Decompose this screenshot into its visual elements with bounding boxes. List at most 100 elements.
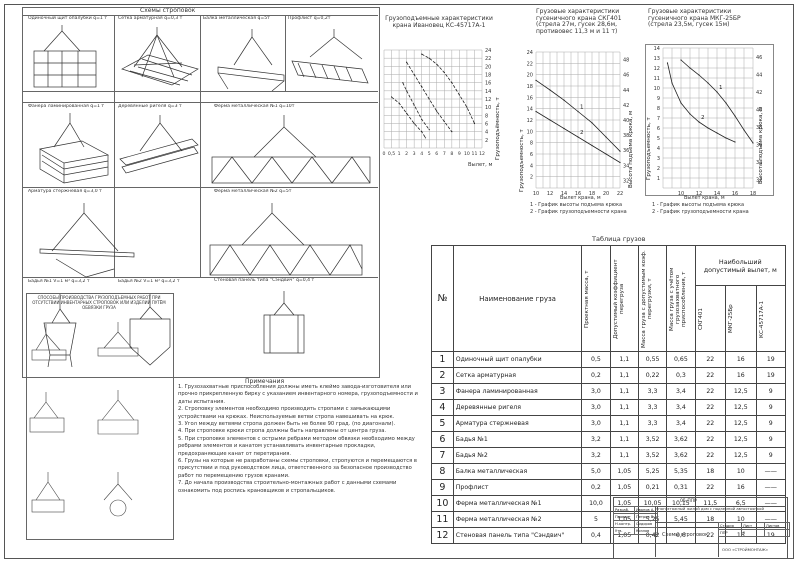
data-point <box>716 91 718 93</box>
side-box-drawings <box>29 322 139 517</box>
y2-tick-label: 36 <box>756 142 762 148</box>
stamp-sheet-title: Схемы строповок <box>662 532 709 538</box>
x-tick-label: 0,5 <box>388 151 395 157</box>
series-label: 2 <box>701 115 705 121</box>
mkg-chart-xlabel: Вылет крана, м <box>684 195 725 201</box>
data-point <box>752 142 754 144</box>
cargo-coef: 1,1 <box>609 431 639 448</box>
sling-caption: Деревянные ригеля q=3 т <box>118 104 182 109</box>
reach-ks45717: —— <box>755 463 787 480</box>
stamp-name: Козлов <box>634 527 658 535</box>
y-tick-label: 12 <box>654 66 660 72</box>
y-tick-label: 4 <box>485 130 488 136</box>
y2-tick-label: 48 <box>623 58 629 64</box>
data-point <box>436 63 438 65</box>
y-tick-label: 12 <box>485 97 491 103</box>
note-item: 1. Грузозахватные приспособления должны … <box>178 384 418 405</box>
stamp-code: 05-ППР <box>680 499 697 504</box>
x-tick-label: 5 <box>428 151 431 157</box>
cargo-name: Арматура стержневая <box>452 415 583 432</box>
col-allowed-header: Масса груза с допустимым коэф. перегрузк… <box>640 249 653 348</box>
crane-chart-ylabel: Грузоподъёмность, т <box>495 97 501 160</box>
stamp-sheets-label: Листов <box>764 522 790 530</box>
y2-tick-label: 38 <box>756 125 762 131</box>
y-tick-label: 6 <box>485 122 488 128</box>
x-tick-label: 12 <box>547 191 553 197</box>
y2-tick-label: 34 <box>756 160 762 166</box>
reach-ks45717: —— <box>755 479 787 496</box>
data-point <box>406 112 408 114</box>
cargo-name: Балка металлическая <box>452 463 583 480</box>
data-point <box>535 79 537 81</box>
row-number: 10 <box>431 495 454 512</box>
cargo-total-mass: 0,3 <box>666 367 696 384</box>
x-tick-label: 10 <box>678 191 684 197</box>
y2-tick-label: 34 <box>623 163 629 169</box>
row-number: 3 <box>431 383 454 400</box>
sling-caption: Ферма металлическая №1 q=10т <box>214 104 295 109</box>
data-point <box>707 82 709 84</box>
data-point <box>413 73 415 76</box>
row-number: 11 <box>431 511 454 528</box>
mkg-chart-frame <box>645 44 774 196</box>
stamp-line <box>655 506 656 557</box>
cargo-allowed-mass: 3,52 <box>637 431 668 448</box>
reach-mkg25br: 12,5 <box>725 383 757 400</box>
data-point <box>563 127 565 130</box>
y-tick-label: 18 <box>485 73 491 79</box>
data-point <box>398 102 400 104</box>
data-point <box>734 115 736 117</box>
y2-tick-label: 46 <box>756 55 762 61</box>
series-label: 1 <box>719 85 723 91</box>
reach-skg401: 22 <box>694 383 727 400</box>
data-point <box>680 102 682 104</box>
data-point <box>428 129 430 131</box>
reach-mkg25br: 12,5 <box>725 431 757 448</box>
drawing-sheet <box>4 4 794 559</box>
col-crane3-header: КС-45717А-1 <box>758 299 765 338</box>
sling-caption: Балка металлическая q=5т <box>203 16 270 21</box>
y-tick-label: 4 <box>530 163 533 169</box>
cargo-total-mass: 0,65 <box>666 351 696 368</box>
col-crane2-header: МКГ-25Бр <box>728 304 735 333</box>
data-point <box>734 141 736 143</box>
y-tick-label: 8 <box>530 141 533 147</box>
y-tick-label: 1 <box>657 176 660 182</box>
col-name-header: Наименование груза <box>452 245 583 352</box>
reach-skg401: 22 <box>694 415 727 432</box>
data-point <box>390 96 393 98</box>
data-point <box>619 150 621 152</box>
cargo-mass: 3,0 <box>581 415 611 432</box>
cargo-coef: 1,1 <box>609 383 639 400</box>
row-number: 8 <box>431 463 454 480</box>
x-tick-label: 10 <box>464 151 470 157</box>
data-point <box>591 122 593 124</box>
stamp-role: Утв. <box>613 527 635 535</box>
cargo-allowed-mass: 3,3 <box>637 399 668 416</box>
y-tick-label: 22 <box>527 61 533 67</box>
x-tick-label: 20 <box>603 191 609 197</box>
y-tick-label: 22 <box>485 56 491 62</box>
col-mass-header: Проектная масса, т <box>584 269 591 328</box>
col-total-header: Масса груза с учётом грузозахватного при… <box>669 266 688 331</box>
row-number: 6 <box>431 431 454 448</box>
cargo-coef: 1,1 <box>609 447 639 464</box>
cargo-name: Стеновая панель типа "Сэндвич" <box>452 527 583 544</box>
x-tick-label: 10 <box>533 191 539 197</box>
reach-skg401: 22 <box>694 479 727 496</box>
col-num-header: № <box>431 245 454 352</box>
x-tick-label: 12 <box>479 151 485 157</box>
y2-tick-label: 44 <box>623 88 629 94</box>
sling-schemes-title: Схемы строповок <box>140 7 196 14</box>
data-point <box>421 86 423 88</box>
col-divider <box>114 15 115 277</box>
cargo-total-mass: 3,62 <box>666 447 696 464</box>
skg-legend-2: 2 - График грузоподъемности крана <box>530 209 627 215</box>
reach-skg401: 22 <box>694 431 727 448</box>
stamp-line <box>613 506 786 507</box>
data-point <box>680 59 682 61</box>
y-tick-label: 6 <box>530 152 533 158</box>
x-tick-label: 3 <box>413 151 416 157</box>
